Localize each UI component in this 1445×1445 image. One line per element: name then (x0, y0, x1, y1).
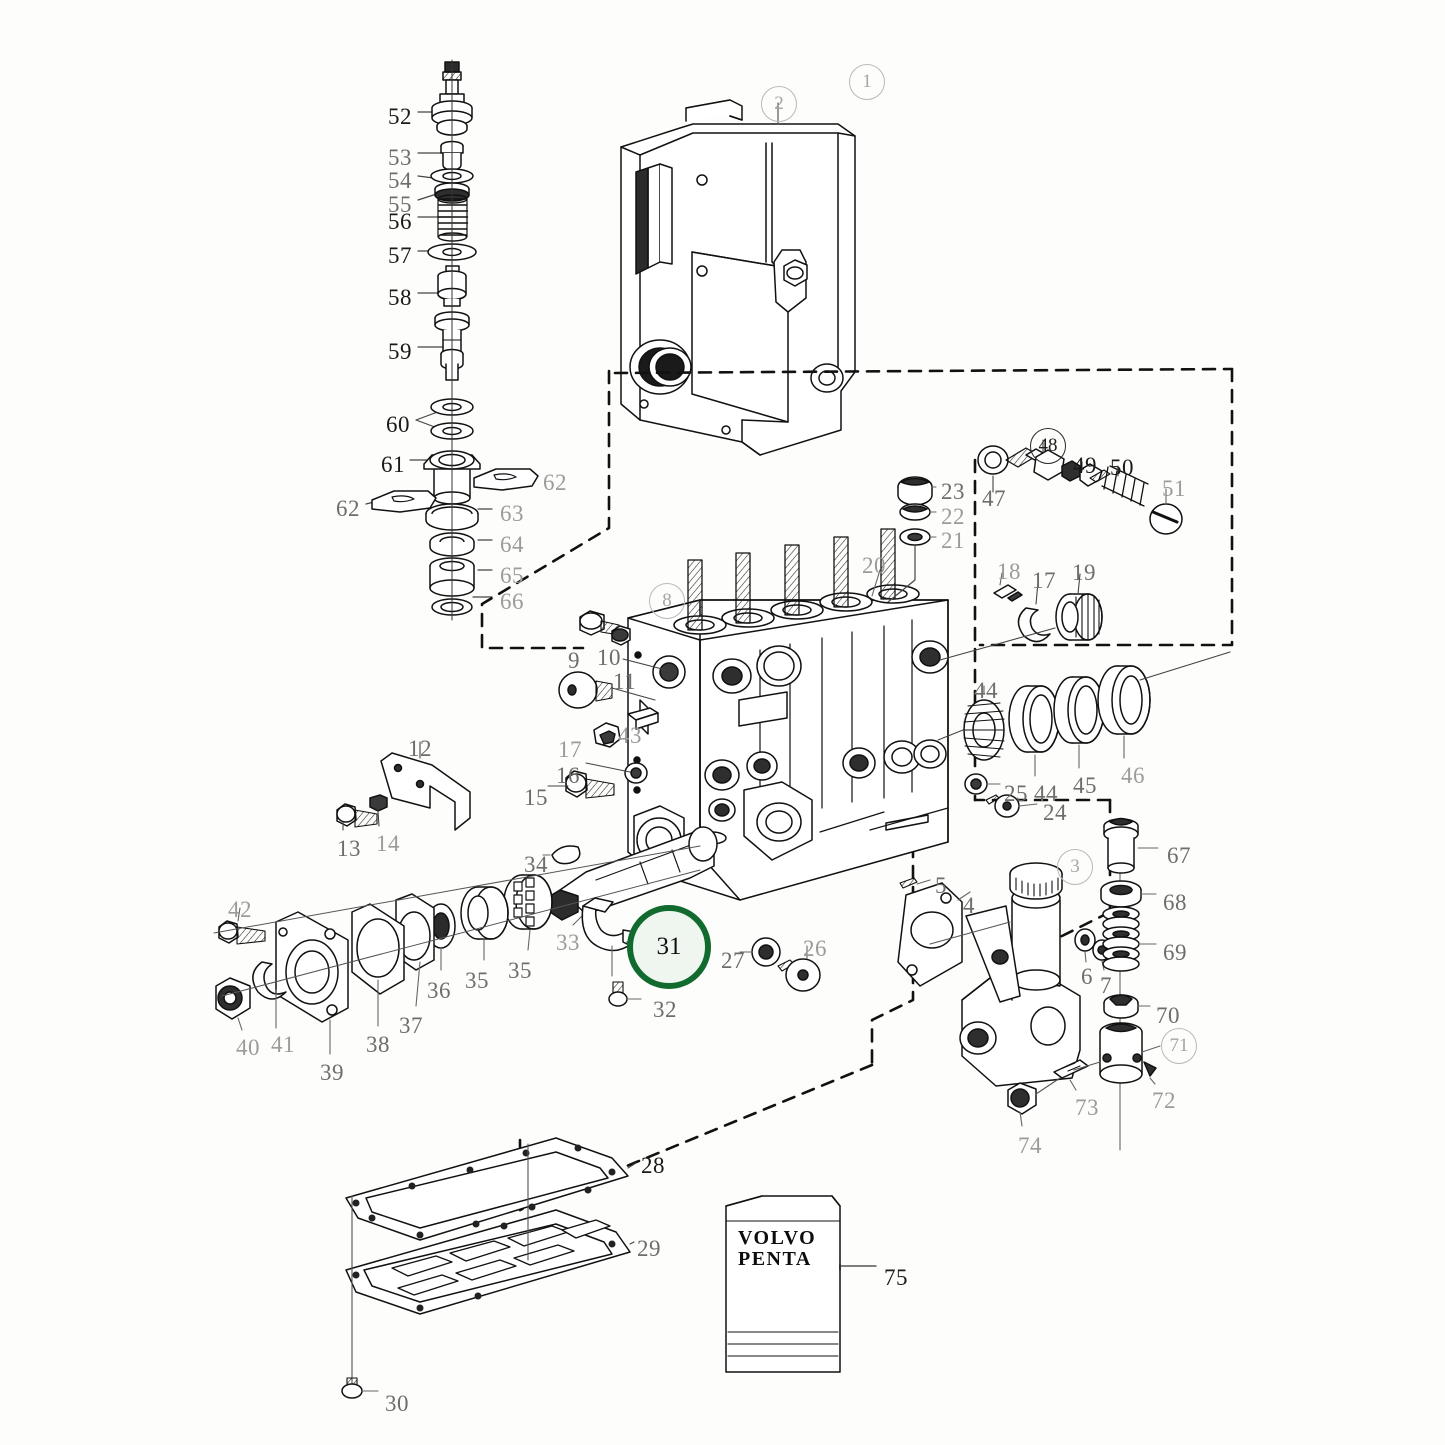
callout-62[interactable]: 62 (543, 470, 567, 495)
callout-30[interactable]: 30 (385, 1391, 409, 1416)
circled-callout-8[interactable]: 8 (649, 583, 685, 619)
callout-43[interactable]: 43 (618, 723, 642, 748)
callout-69[interactable]: 69 (1163, 940, 1187, 965)
callout-35[interactable]: 35 (465, 968, 489, 993)
callout-16[interactable]: 16 (556, 763, 580, 788)
callout-11[interactable]: 11 (613, 669, 637, 694)
callout-9[interactable]: 9 (568, 648, 580, 673)
callout-37[interactable]: 37 (399, 1013, 423, 1038)
callout-15[interactable]: 15 (524, 785, 548, 810)
callout-17[interactable]: 17 (1032, 568, 1056, 593)
callout-50[interactable]: 50 (1110, 455, 1134, 480)
callout-63[interactable]: 63 (500, 501, 524, 526)
callout-6[interactable]: 6 (1081, 964, 1093, 989)
callout-44[interactable]: 44 (974, 678, 998, 703)
callout-45[interactable]: 45 (1073, 773, 1097, 798)
callout-38[interactable]: 38 (366, 1032, 390, 1057)
callout-27[interactable]: 27 (721, 948, 745, 973)
brand-line-1: VOLVO (738, 1227, 817, 1249)
callout-18[interactable]: 18 (997, 559, 1021, 584)
callout-59[interactable]: 59 (388, 339, 412, 364)
callout-4[interactable]: 4 (963, 893, 975, 918)
circled-callout-1[interactable]: 1 (849, 64, 885, 100)
callout-34[interactable]: 34 (524, 852, 548, 877)
callout-54[interactable]: 54 (388, 168, 412, 193)
callout-35[interactable]: 35 (508, 958, 532, 983)
callout-24[interactable]: 24 (1043, 800, 1067, 825)
callout-68[interactable]: 68 (1163, 890, 1187, 915)
callout-60[interactable]: 60 (386, 412, 410, 437)
callout-75[interactable]: 75 (884, 1265, 908, 1290)
callout-19[interactable]: 19 (1072, 560, 1096, 585)
callout-70[interactable]: 70 (1156, 1003, 1180, 1028)
callout-47[interactable]: 47 (982, 486, 1006, 511)
callout-7[interactable]: 7 (1100, 973, 1112, 998)
callout-46[interactable]: 46 (1121, 763, 1145, 788)
callout-64[interactable]: 64 (500, 532, 524, 557)
callout-33[interactable]: 33 (556, 930, 580, 955)
callout-32[interactable]: 32 (653, 997, 677, 1022)
callout-13[interactable]: 13 (337, 836, 361, 861)
callout-74[interactable]: 74 (1018, 1133, 1042, 1158)
callout-42[interactable]: 42 (228, 897, 252, 922)
callout-23[interactable]: 23 (941, 479, 965, 504)
highlighted-part-31[interactable]: 31 (627, 905, 711, 989)
callout-36[interactable]: 36 (427, 978, 451, 1003)
callout-62[interactable]: 62 (336, 496, 360, 521)
callout-49[interactable]: 49 (1073, 453, 1097, 478)
callout-14[interactable]: 14 (376, 831, 400, 856)
callout-67[interactable]: 67 (1167, 843, 1191, 868)
volvo-penta-logo: VOLVO PENTA (738, 1228, 816, 1270)
callout-22[interactable]: 22 (941, 504, 965, 529)
callout-25[interactable]: 25 (1004, 781, 1028, 806)
callout-66[interactable]: 66 (500, 589, 524, 614)
callout-57[interactable]: 57 (388, 243, 412, 268)
callout-41[interactable]: 41 (271, 1032, 295, 1057)
callout-28[interactable]: 28 (641, 1153, 665, 1178)
callout-55[interactable]: 55 (388, 192, 412, 217)
brand-line-2: PENTA (738, 1248, 812, 1270)
callout-12[interactable]: 12 (408, 736, 432, 761)
callout-10[interactable]: 10 (597, 645, 621, 670)
callout-26[interactable]: 26 (803, 936, 827, 961)
circled-callout-2[interactable]: 2 (761, 86, 797, 122)
callout-51[interactable]: 51 (1162, 476, 1186, 501)
callout-29[interactable]: 29 (637, 1236, 661, 1261)
circled-callout-48[interactable]: 48 (1030, 428, 1066, 464)
callout-20[interactable]: 20 (862, 553, 886, 578)
callout-65[interactable]: 65 (500, 563, 524, 588)
callout-56[interactable]: 56 (388, 209, 412, 234)
callout-72[interactable]: 72 (1152, 1088, 1176, 1113)
circled-callout-3[interactable]: 3 (1057, 849, 1093, 885)
callout-5[interactable]: 5 (935, 873, 947, 898)
callout-21[interactable]: 21 (941, 528, 965, 553)
callout-53[interactable]: 53 (388, 145, 412, 170)
callout-17[interactable]: 17 (558, 737, 582, 762)
callout-58[interactable]: 58 (388, 285, 412, 310)
callout-52[interactable]: 52 (388, 104, 412, 129)
circled-callout-71[interactable]: 71 (1161, 1028, 1197, 1064)
callout-44[interactable]: 44 (1034, 781, 1058, 806)
callout-73[interactable]: 73 (1075, 1095, 1099, 1120)
callout-40[interactable]: 40 (236, 1035, 260, 1060)
callout-39[interactable]: 39 (320, 1060, 344, 1085)
callout-61[interactable]: 61 (381, 452, 405, 477)
